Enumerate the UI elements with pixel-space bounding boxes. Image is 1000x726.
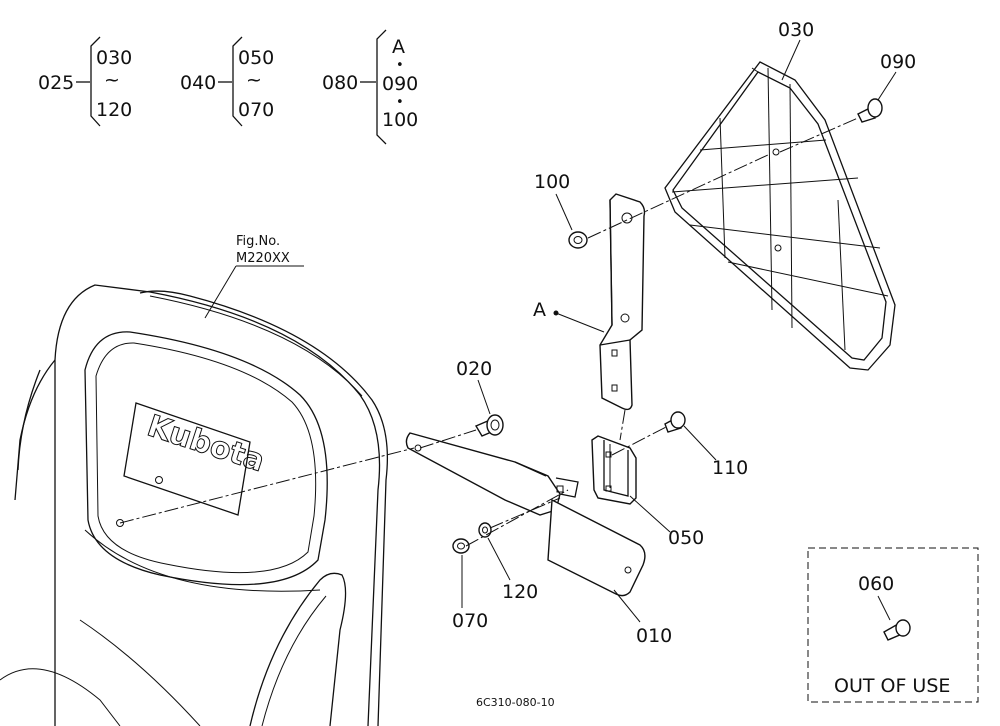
upright-bracket xyxy=(599,193,646,411)
callout-030: 030 xyxy=(778,19,814,81)
group-025-member-120: 120 xyxy=(96,99,132,121)
callout-010: 010 xyxy=(613,589,672,647)
out-of-use-label: OUT OF USE xyxy=(834,675,950,697)
out-of-use-panel: 060 OUT OF USE xyxy=(807,547,979,703)
figure-reference: Fig.No. M220XX xyxy=(204,234,304,319)
group-040-member-range: ~ xyxy=(246,69,262,91)
group-080-dot-2: • xyxy=(396,95,404,110)
label-030: 030 xyxy=(778,19,814,41)
label-120: 120 xyxy=(502,581,538,603)
callout-100: 100 xyxy=(534,171,573,231)
group-080-member-100: 100 xyxy=(382,109,418,131)
guard-030 xyxy=(664,61,896,371)
seat-drawing: Kubota xyxy=(0,284,389,726)
bolt-060 xyxy=(883,619,911,641)
seat-logo-text: Kubota xyxy=(143,409,269,480)
bracket-010 xyxy=(405,432,646,597)
group-id-040: 040 xyxy=(180,72,216,94)
group-025-member-range: ~ xyxy=(104,69,120,91)
group-025-member-030: 030 xyxy=(96,47,132,69)
label-a: A xyxy=(533,299,546,321)
group-id-080: 080 xyxy=(322,72,358,94)
label-090: 090 xyxy=(880,51,916,73)
label-100: 100 xyxy=(534,171,570,193)
group-legend-080: 080 A • 090 • 100 xyxy=(322,29,418,145)
group-040-member-050: 050 xyxy=(238,47,274,69)
callout-120: 120 xyxy=(487,537,538,603)
drawing-number: 6C310-080-10 xyxy=(476,696,555,709)
label-020: 020 xyxy=(456,358,492,380)
nut-100 xyxy=(568,231,588,249)
label-110: 110 xyxy=(712,457,748,479)
callout-070: 070 xyxy=(452,555,488,632)
figure-ref-line2: M220XX xyxy=(236,251,290,266)
bracket-050 xyxy=(591,435,637,505)
group-legend-025: 025 030 ~ 120 xyxy=(38,36,132,127)
callout-020: 020 xyxy=(456,358,492,415)
group-080-member-090: 090 xyxy=(382,73,418,95)
group-legend-040: 040 050 ~ 070 xyxy=(180,36,274,127)
callout-050: 050 xyxy=(629,495,704,549)
bolt-090 xyxy=(857,98,883,123)
group-080-dot-1: • xyxy=(396,58,404,73)
bolt-020 xyxy=(474,414,504,437)
nut-070 xyxy=(452,538,470,554)
figure-ref-line1: Fig.No. xyxy=(236,234,280,249)
group-080-member-a: A xyxy=(392,36,405,58)
callout-090: 090 xyxy=(877,51,916,101)
label-060: 060 xyxy=(858,573,894,595)
washer-120 xyxy=(478,522,492,538)
label-070: 070 xyxy=(452,610,488,632)
group-040-member-070: 070 xyxy=(238,99,274,121)
label-050: 050 xyxy=(668,527,704,549)
callout-110: 110 xyxy=(683,425,748,479)
group-id-025: 025 xyxy=(38,72,74,94)
label-010: 010 xyxy=(636,625,672,647)
callout-a: A xyxy=(533,299,605,333)
bolt-110 xyxy=(664,411,686,433)
